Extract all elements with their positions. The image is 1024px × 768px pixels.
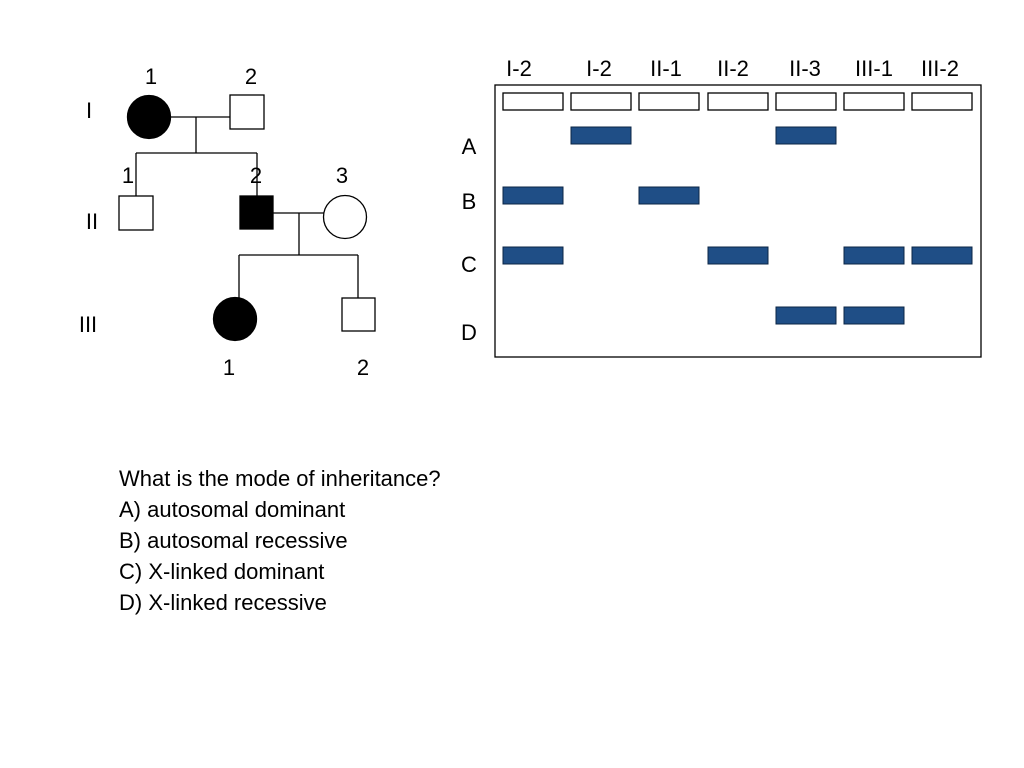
pedigree-individual-III-1 — [212, 296, 258, 342]
gel-frame — [494, 84, 982, 358]
generation-label-ii: II — [86, 209, 98, 234]
gel-well — [570, 92, 632, 111]
pedigree-individual-II-3 — [322, 194, 368, 240]
row-label-b: B — [462, 189, 477, 214]
gel-band-d-iii-1 — [843, 306, 905, 325]
gel-band-a-i-2 — [570, 126, 632, 145]
question-block: What is the mode of inheritance? A) auto… — [119, 463, 441, 618]
lane-label: III-2 — [921, 56, 959, 81]
lane-label: II-1 — [650, 56, 682, 81]
generation-label-iii: III — [79, 312, 97, 337]
gel-well — [707, 92, 769, 111]
pedigree-individual-III-2 — [341, 297, 376, 332]
pedigree-individual-II-2 — [239, 195, 274, 230]
pedigree-individual-II-1 — [118, 195, 154, 231]
individual-number-I-2: 2 — [245, 64, 257, 89]
gel-well — [638, 92, 700, 111]
gel-well — [502, 92, 564, 111]
gel-band-d-ii-3 — [775, 306, 837, 325]
lane-label: II-3 — [789, 56, 821, 81]
gel-well — [775, 92, 837, 111]
pedigree-and-gel-diagram: I II III 1 2 1 2 3 1 2 I-2 I-2 II-1 II-2… — [79, 56, 982, 380]
gel-band-c-ii-2 — [707, 246, 769, 265]
answer-option-d: D) X-linked recessive — [119, 590, 327, 615]
lane-label: II-2 — [717, 56, 749, 81]
gel-well — [843, 92, 905, 111]
individual-number-II-2: 2 — [250, 163, 262, 188]
row-label-c: C — [461, 252, 477, 277]
question-prompt: What is the mode of inheritance? — [119, 466, 441, 491]
lane-label: III-1 — [855, 56, 893, 81]
lane-label: I-2 — [506, 56, 532, 81]
row-label-a: A — [462, 134, 477, 159]
gel-band-b-ii-1 — [638, 186, 700, 205]
row-label-d: D — [461, 320, 477, 345]
gel-band-c-i-2 — [502, 246, 564, 265]
gel-wells — [502, 92, 973, 111]
individual-number-I-1: 1 — [145, 64, 157, 89]
individual-number-II-3: 3 — [336, 163, 348, 188]
individual-number-III-2: 2 — [357, 355, 369, 380]
answer-option-c: C) X-linked dominant — [119, 559, 325, 584]
answer-option-b: B) autosomal recessive — [119, 528, 348, 553]
individual-number-II-1: 1 — [122, 163, 134, 188]
gel-band-c-iii-2 — [911, 246, 973, 265]
gel-band-c-iii-1 — [843, 246, 905, 265]
lane-label: I-2 — [586, 56, 612, 81]
answer-option-a: A) autosomal dominant — [119, 497, 346, 522]
pedigree-individual-I-1 — [126, 94, 172, 140]
gel-well — [911, 92, 973, 111]
individual-number-III-1: 1 — [223, 355, 235, 380]
gel-bands — [502, 126, 973, 325]
pedigree-individual-I-2 — [229, 94, 265, 130]
gel-band-b-i-2 — [502, 186, 564, 205]
generation-label-i: I — [86, 98, 92, 123]
gel-band-a-ii-3 — [775, 126, 837, 145]
pedigree-lines — [135, 116, 359, 298]
